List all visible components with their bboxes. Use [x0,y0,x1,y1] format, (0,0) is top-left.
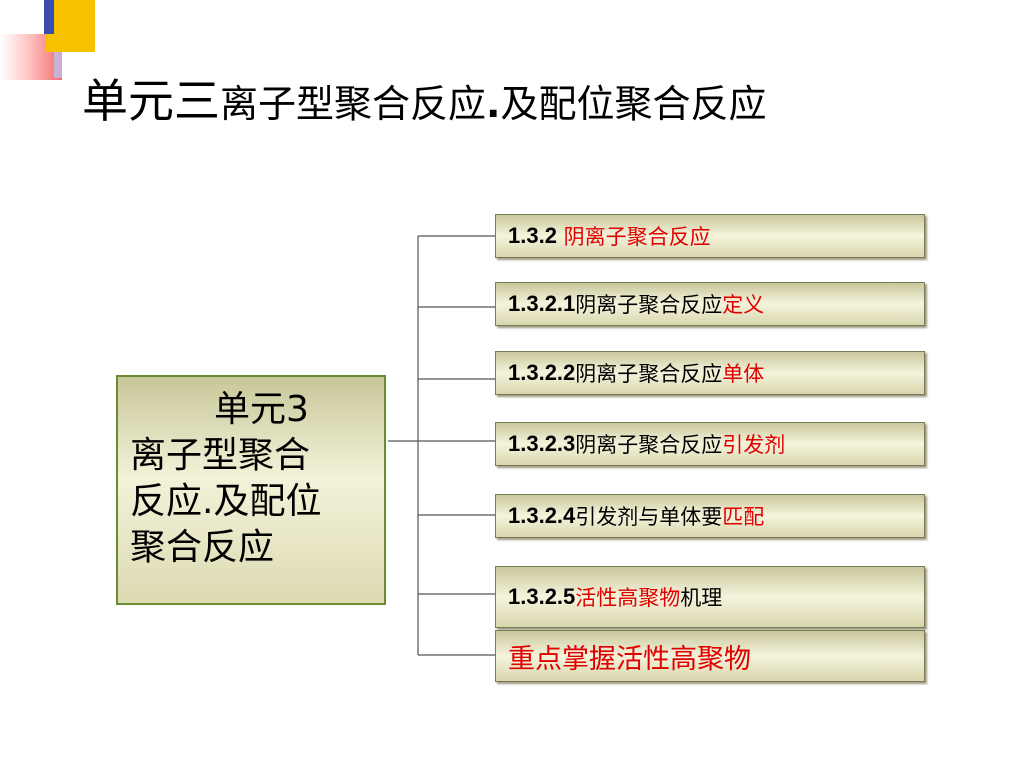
corner-decoration-blue-light [54,34,62,78]
topic-suffix: 机理 [680,586,723,610]
topic-number: 1.3.2.5 [508,584,576,609]
topic-number: 1.3.2.3 [508,431,576,456]
topic-number: 1.3.2 [508,223,557,248]
topic-highlight: 阴离子聚合反应 [563,225,711,249]
topic-number: 1.3.2.4 [508,503,576,528]
topic-highlight: 定义 [722,293,765,317]
unit-box-line-3: 反应.及配位 [130,481,322,522]
title-part-2: 离子型聚合反应 [220,82,487,126]
corner-decoration-blue [44,0,54,34]
topic-text: 引发剂与单体要 [575,505,723,529]
unit-box-line-2: 离子型聚合 [130,435,311,476]
topic-item: 1.3.2 阴离子聚合反应 [495,214,925,258]
unit-box-line-1: 单元3 [214,389,309,430]
topic-text: 阴离子聚合反应 [575,362,723,386]
topic-highlight: 活性高聚物 [575,586,681,610]
topic-highlight: 引发剂 [722,433,786,457]
topic-text: 阴离子聚合反应 [575,433,723,457]
topic-number: 1.3.2.2 [508,360,576,385]
topic-number: 1.3.2.1 [508,291,576,316]
topic-highlight: 匹配 [722,505,765,529]
key-point-text: 重点掌握活性高聚物 [508,643,751,675]
key-point-box: 重点掌握活性高聚物 [495,630,925,682]
slide-title: 单元三离子型聚合反应.及配位聚合反应 [82,78,766,124]
title-part-1: 单元三 [82,74,220,128]
topic-text: 阴离子聚合反应 [575,293,723,317]
title-part-3: . [486,82,501,126]
unit-box: 单元3 离子型聚合 反应.及配位 聚合反应 [116,375,386,605]
topic-highlight: 单体 [722,362,765,386]
unit-box-line-4: 聚合反应 [130,527,275,568]
title-part-4: 及配位聚合反应 [500,82,767,126]
